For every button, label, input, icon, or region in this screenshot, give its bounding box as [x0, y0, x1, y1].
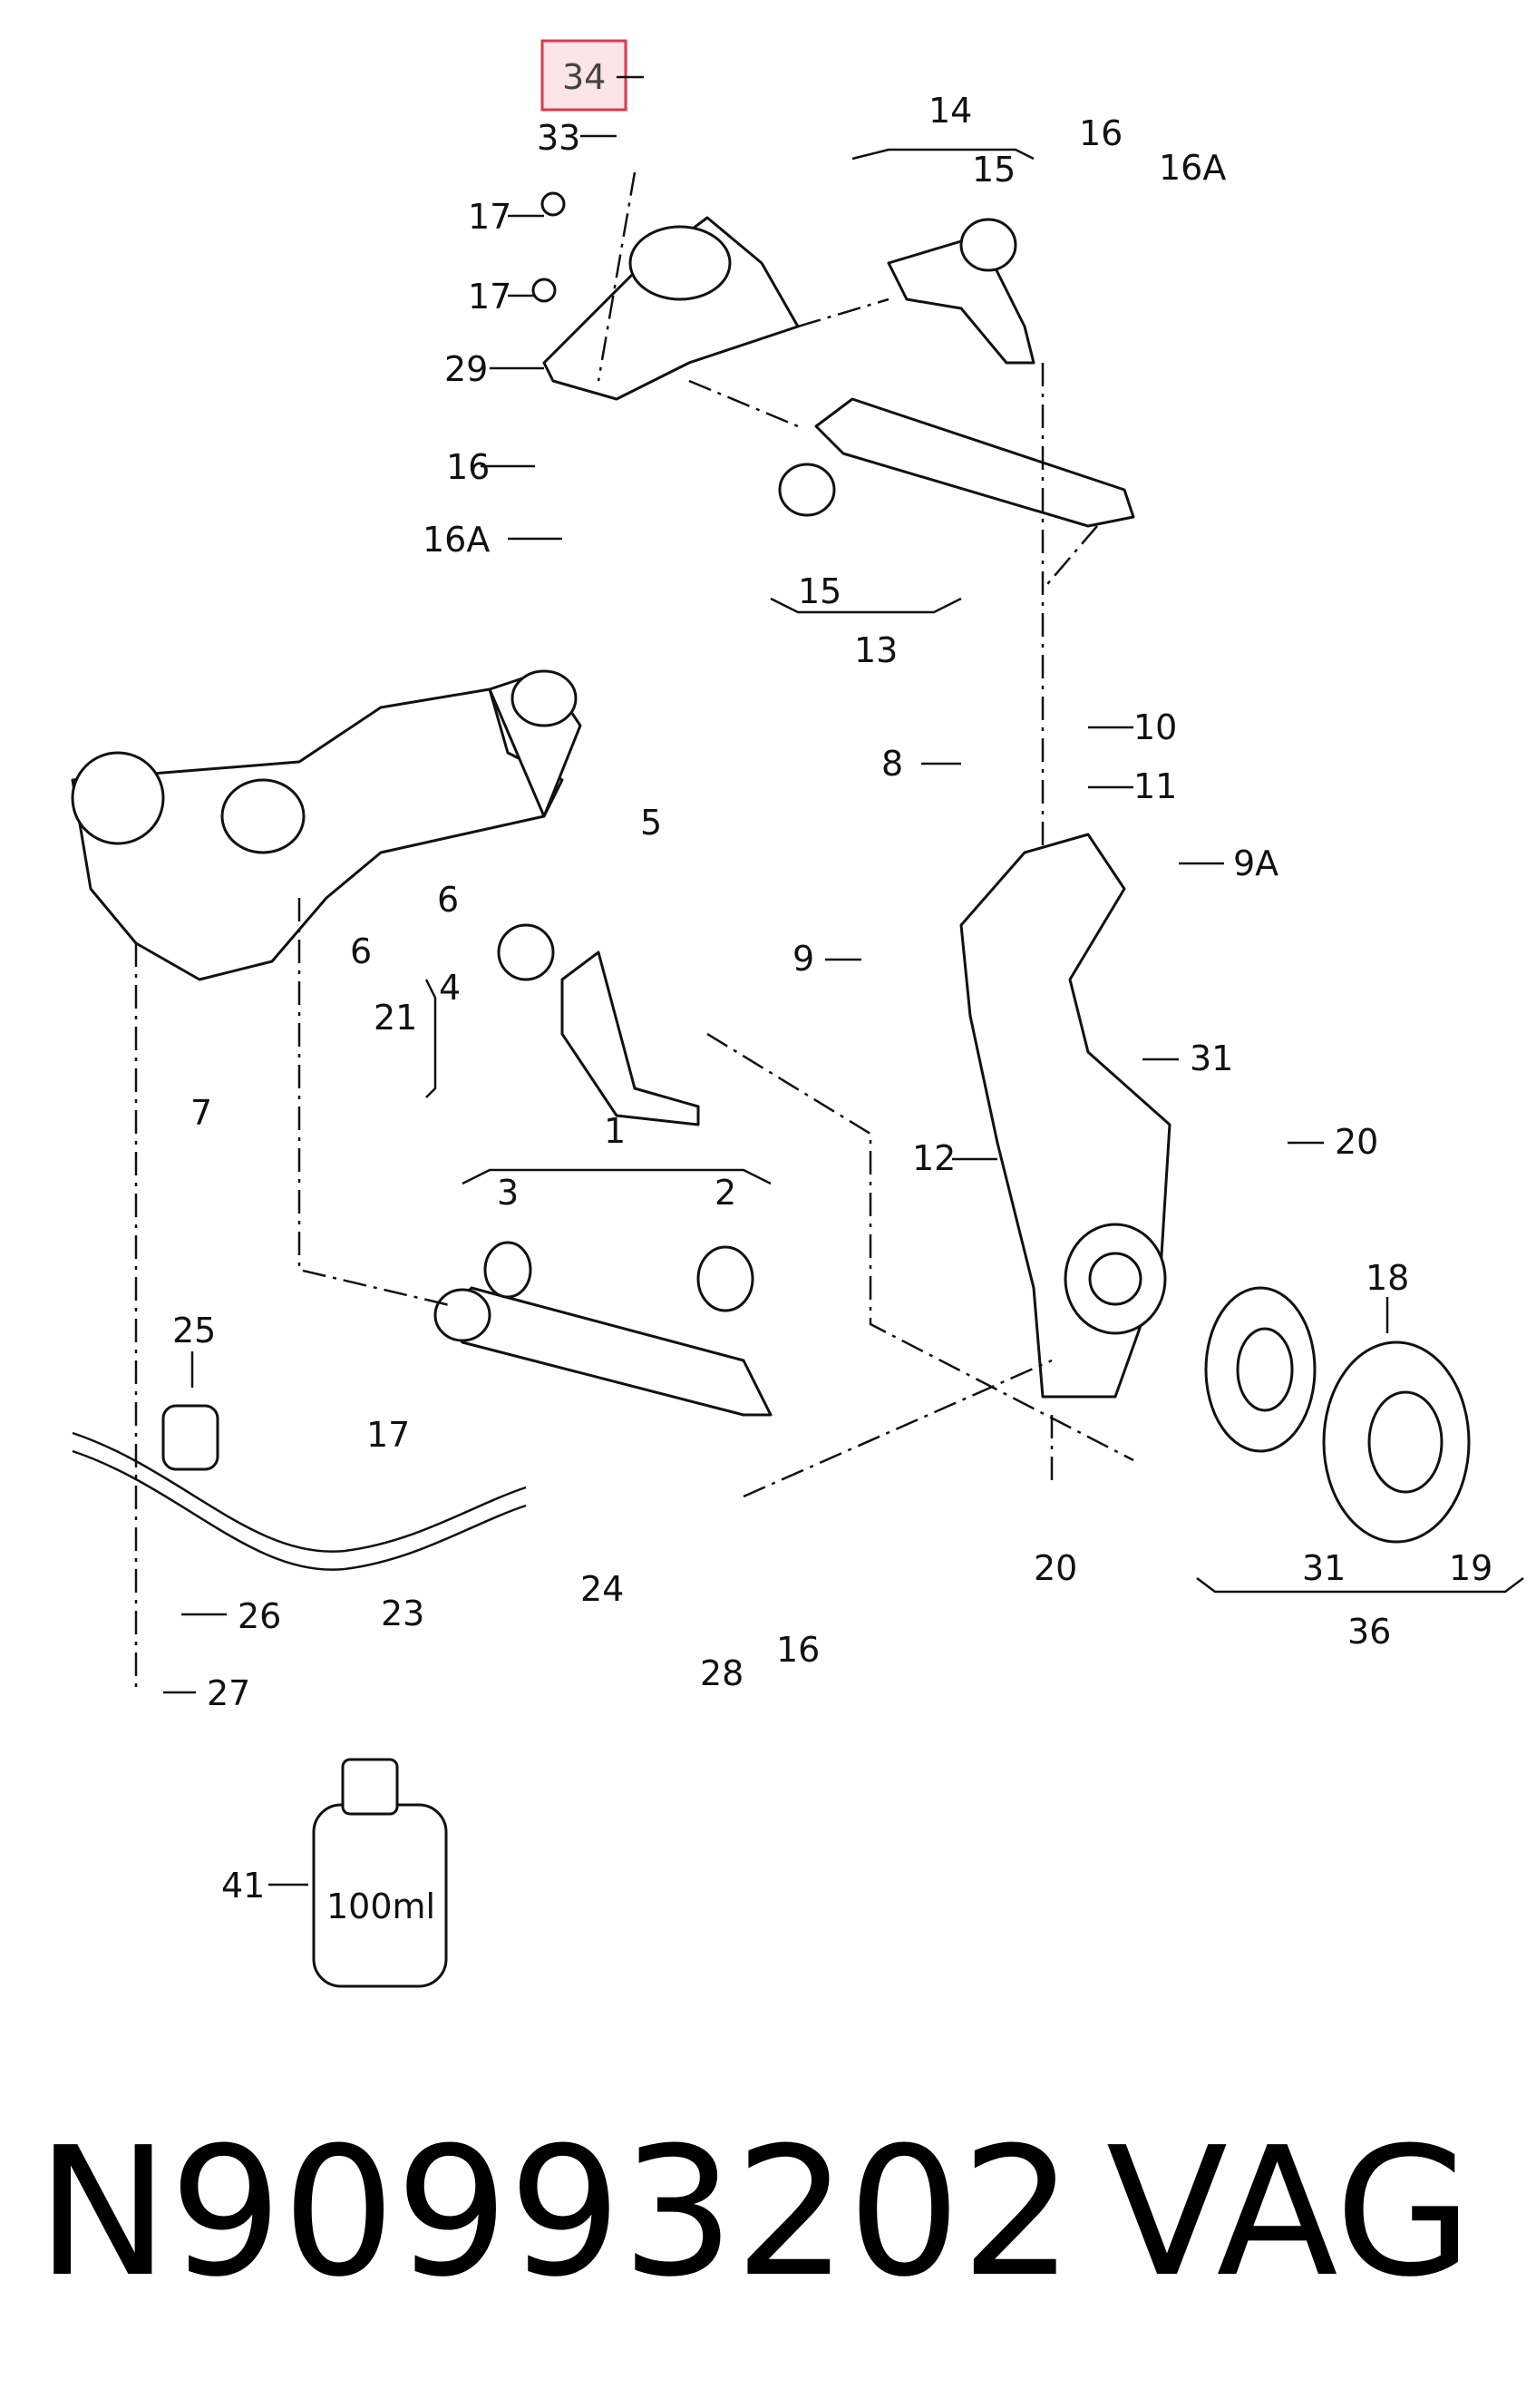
callout-36: 36	[1347, 1612, 1391, 1652]
highlight-box	[540, 39, 627, 112]
suspension-exploded-diagram: 100ml 34 33 17 17 29 16 16A 14 15 16 16A…	[71, 39, 1524, 1988]
callout-23: 23	[381, 1594, 424, 1633]
callout-3: 3	[497, 1173, 519, 1213]
callout-10: 10	[1133, 707, 1177, 747]
wheel-hub	[1204, 1286, 1471, 1544]
callout-21: 21	[374, 998, 417, 1038]
callout-14: 14	[928, 91, 972, 131]
callout-19: 19	[1449, 1548, 1492, 1588]
callout-20a: 20	[1335, 1122, 1378, 1162]
part-number: N90993202	[36, 2110, 1074, 2316]
callout-17a: 17	[468, 197, 511, 237]
callout-11: 11	[1133, 766, 1177, 806]
stabilizer-bar	[72, 1404, 527, 1571]
callout-31b: 31	[1302, 1548, 1346, 1588]
grease-bottle: 100ml	[312, 1758, 448, 1988]
callout-4: 4	[439, 968, 461, 1008]
callout-18: 18	[1366, 1258, 1409, 1298]
callout-33: 33	[537, 118, 580, 158]
callout-34: 34	[562, 57, 606, 97]
part-number-footer: N90993202 VAG	[36, 2104, 1505, 2322]
lower-control-arm	[433, 1241, 773, 1417]
callout-28: 28	[700, 1653, 744, 1693]
callout-7: 7	[190, 1093, 212, 1133]
callout-25: 25	[172, 1311, 216, 1350]
callout-17c: 17	[366, 1415, 410, 1455]
callout-8: 8	[881, 744, 903, 784]
callout-1: 1	[604, 1111, 626, 1151]
callout-16-lower: 16	[776, 1630, 820, 1670]
callout-16-right: 16	[1079, 113, 1123, 153]
subframe	[71, 669, 582, 981]
callout-labels: 33 17 17 29 16 16A 14 15 16 16A 15 13 10…	[172, 91, 1492, 1906]
callout-6a: 6	[437, 880, 459, 920]
callout-27: 27	[207, 1673, 250, 1713]
callout-6b: 6	[350, 931, 372, 971]
callout-24: 24	[580, 1569, 624, 1609]
track-control-arm	[497, 923, 700, 1126]
leader-lines	[163, 134, 1524, 1886]
callout-12: 12	[912, 1138, 956, 1178]
callout-16a-upper: 16A	[423, 520, 490, 560]
brand-name: VAG	[1106, 2110, 1473, 2316]
bottle-label: 100ml	[326, 1886, 435, 1926]
wheel-knuckle	[959, 833, 1171, 1399]
callout-17b: 17	[468, 277, 511, 317]
callout-31a: 31	[1190, 1038, 1233, 1078]
callout-9a: 9A	[1233, 843, 1278, 883]
callout-15a: 15	[972, 150, 1016, 190]
callout-15b: 15	[798, 571, 841, 611]
upper-control-arms	[778, 218, 1135, 528]
callout-9: 9	[792, 939, 814, 979]
callout-20b: 20	[1034, 1548, 1077, 1588]
callout-2: 2	[715, 1173, 736, 1213]
callout-26: 26	[238, 1596, 281, 1636]
callout-13: 13	[854, 630, 898, 670]
callout-29: 29	[444, 349, 488, 389]
callout-41: 41	[221, 1866, 265, 1906]
callout-5: 5	[640, 803, 662, 843]
callout-16a-right: 16A	[1159, 148, 1226, 188]
assembly-lines	[134, 171, 1134, 1687]
upper-bracket	[531, 191, 800, 401]
